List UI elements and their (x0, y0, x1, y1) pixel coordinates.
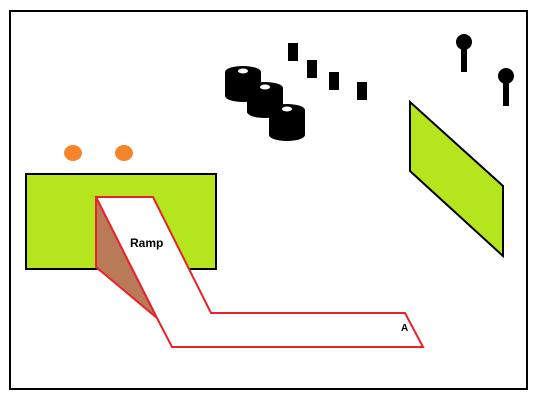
black-post-4[interactable] (357, 82, 367, 100)
black-post-3[interactable] (329, 72, 339, 90)
green-panel-right[interactable] (409, 99, 504, 259)
black-post-1[interactable] (288, 43, 298, 61)
orange-balls (64, 145, 133, 161)
pins (456, 34, 514, 106)
tire-3[interactable] (269, 104, 305, 141)
orange-ball-1[interactable] (64, 145, 82, 161)
orange-ball-2[interactable] (115, 145, 133, 161)
pin-2[interactable] (498, 68, 514, 106)
ramp-label: Ramp (130, 236, 163, 250)
pin-1[interactable] (456, 34, 472, 72)
black-post-2[interactable] (307, 60, 317, 78)
ramp-track[interactable] (94, 196, 425, 348)
black-posts (288, 43, 367, 100)
point-a-label: A (401, 323, 408, 334)
tire-stack (225, 66, 305, 141)
